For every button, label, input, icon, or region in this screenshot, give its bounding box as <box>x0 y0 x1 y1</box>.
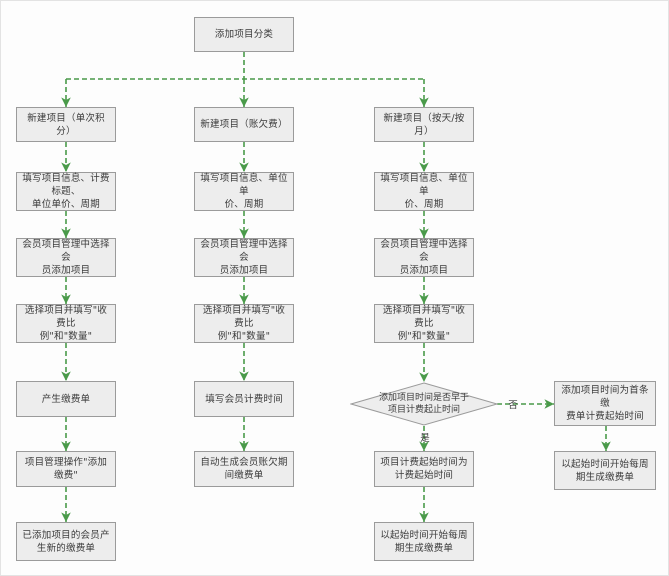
node-col1-step6[interactable]: 项目管理操作"添加缴费" <box>16 451 116 487</box>
node-col3-step3[interactable]: 会员项目管理中选择会 员添加项目 <box>374 238 474 277</box>
node-col2-step5[interactable]: 填写会员计费时间 <box>194 381 294 417</box>
node-col1-step3[interactable]: 会员项目管理中选择会 员添加项目 <box>16 238 116 277</box>
node-col3-no-result[interactable]: 以起始时间开始每周 期生成缴费单 <box>554 451 656 490</box>
node-col2-start[interactable]: 新建项目（账欠费） <box>194 107 294 142</box>
node-col1-step7[interactable]: 已添加项目的会员产 生新的缴费单 <box>16 522 116 561</box>
node-col1-step2[interactable]: 填写项目信息、计费标题、 单位单价、周期 <box>16 172 116 211</box>
node-col1-step5[interactable]: 产生缴费单 <box>16 381 116 417</box>
node-col3-step2[interactable]: 填写项目信息、单位单 价、周期 <box>374 172 474 211</box>
diamond-shape <box>350 382 498 426</box>
node-col2-step4[interactable]: 选择项目并填写"收费比 例"和"数量" <box>194 304 294 343</box>
decision-label: 添加项目时间是否早于 项目计费起止时间 <box>378 393 469 415</box>
node-col3-start[interactable]: 新建项目（按天/按月） <box>374 107 474 142</box>
node-root[interactable]: 添加项目分类 <box>194 17 294 52</box>
node-col2-step6[interactable]: 自动生成会员账欠期 间缴费单 <box>194 451 294 487</box>
node-col2-step3[interactable]: 会员项目管理中选择会 员添加项目 <box>194 238 294 277</box>
node-col3-decision[interactable]: 添加项目时间是否早于 项目计费起止时间 <box>350 382 498 426</box>
edge-label-yes: 是 <box>420 433 430 444</box>
node-col1-step4[interactable]: 选择项目并填写"收费比 例"和"数量" <box>16 304 116 343</box>
node-col3-step4[interactable]: 选择项目并填写"收费比 例"和"数量" <box>374 304 474 343</box>
node-col3-no-path[interactable]: 添加项目时间为首条缴 费单计费起始时间 <box>554 381 656 426</box>
node-col1-start[interactable]: 新建项目（单次积分） <box>16 107 116 142</box>
node-col2-step2[interactable]: 填写项目信息、单位单 价、周期 <box>194 172 294 211</box>
node-col3-yes-result[interactable]: 以起始时间开始每周 期生成缴费单 <box>374 522 474 561</box>
node-col3-yes-path[interactable]: 项目计费起始时间为 计费起始时间 <box>374 451 474 487</box>
edge-label-no: 否 <box>508 400 518 411</box>
